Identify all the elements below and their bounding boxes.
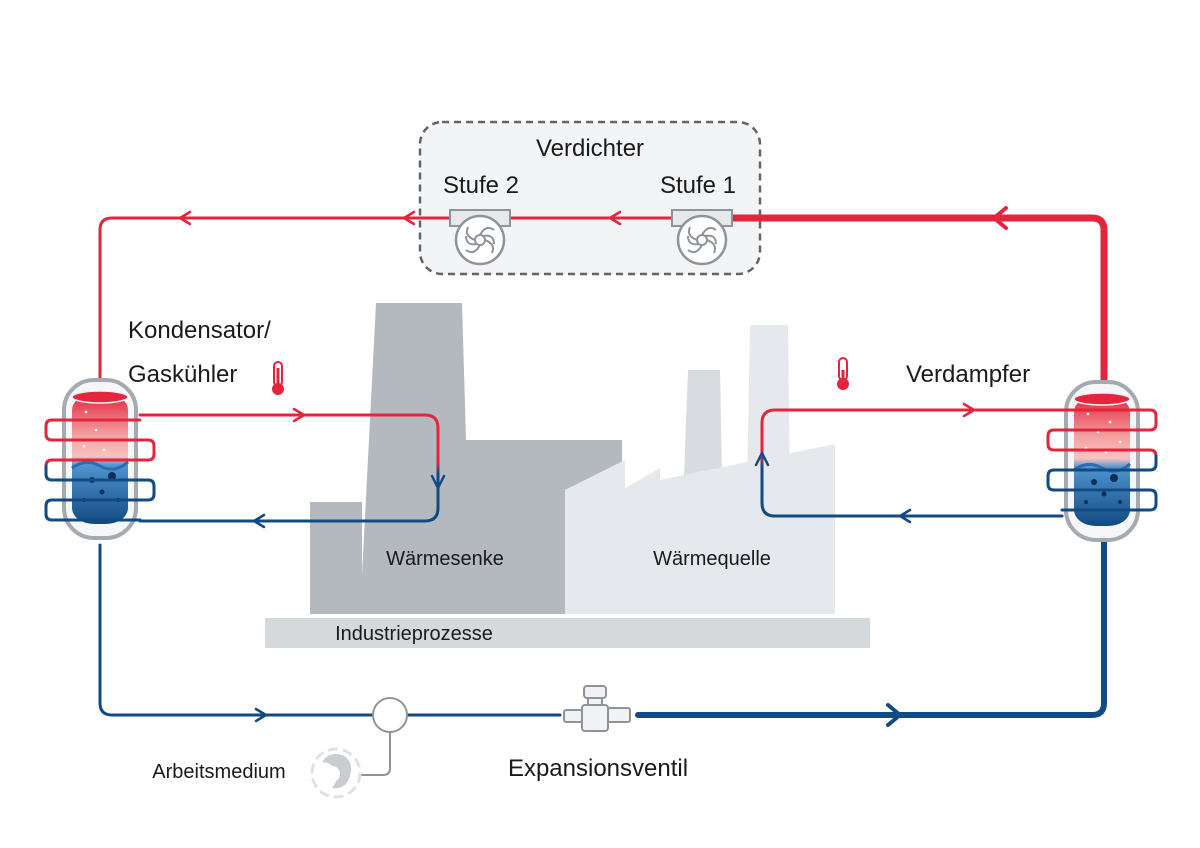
heat-sink-label: Wärmesenke — [386, 548, 504, 570]
cold-pipe-thick — [635, 537, 1107, 718]
compressor-stage1 — [671, 209, 733, 266]
thermometer-icon — [837, 357, 849, 390]
heat-sink-chimney — [360, 303, 622, 614]
heat-source-label: Wärmequelle — [653, 548, 771, 570]
heat-source-hall — [565, 444, 835, 614]
stage2-label: Stufe 2 — [443, 172, 519, 199]
flow-arrows — [178, 206, 1008, 727]
stage1-label: Stufe 1 — [660, 172, 736, 199]
hot-pipe-thick — [726, 214, 1108, 396]
compressor-box — [418, 120, 762, 276]
industry-base — [265, 618, 870, 648]
heat-sink-building — [310, 502, 362, 614]
working-medium-label: Arbeitsmedium — [152, 761, 285, 783]
compressor-title: Verdichter — [536, 135, 644, 162]
working-medium — [310, 697, 408, 799]
condenser-label-line2: Gaskühler — [128, 361, 237, 388]
expansion-valve-icon — [563, 685, 631, 732]
refrigerant-loop — [98, 214, 1108, 718]
arrow-sink-bottom — [252, 513, 266, 529]
arrow-bottom-right — [886, 703, 902, 727]
arrow-sink-top — [292, 407, 306, 423]
evaporator-tank — [1046, 380, 1158, 542]
industry-label: Industrieprozesse — [335, 623, 493, 645]
refrigerant-cylinder-icon — [310, 747, 362, 799]
arrow-source-top — [962, 402, 976, 418]
thermometer-icon — [272, 361, 284, 395]
arrow-source-bottom — [898, 508, 912, 524]
arrow-source-up — [754, 451, 770, 467]
condenser-tank — [44, 378, 156, 540]
sight-glass — [372, 697, 408, 733]
labels: Verdichter Stufe 2 Stufe 1 Kondensator/ … — [128, 135, 1030, 783]
condenser-label-line1: Kondensator/ — [128, 317, 271, 344]
heat-sink-loop — [138, 407, 446, 529]
turbine-fan-icon — [687, 226, 717, 254]
arrow-top-right — [992, 206, 1008, 230]
evaporator-label: Verdampfer — [906, 361, 1030, 388]
arrow-top-mid — [402, 210, 416, 226]
compressor-stage2 — [449, 209, 511, 266]
factory — [265, 303, 870, 648]
heat-source-loop — [754, 402, 1064, 524]
heat-source-chimney-tall — [747, 325, 790, 490]
arrow-top-between — [608, 210, 622, 226]
heat-source-chimney-small — [684, 370, 722, 476]
arrow-top-left — [178, 210, 192, 226]
cold-pipe-bottom — [98, 543, 562, 717]
expansion-valve-label: Expansionsventil — [508, 755, 688, 782]
arrow-bottom-left — [254, 707, 268, 723]
arrow-sink-down — [430, 474, 446, 490]
turbine-fan-icon — [465, 226, 495, 254]
